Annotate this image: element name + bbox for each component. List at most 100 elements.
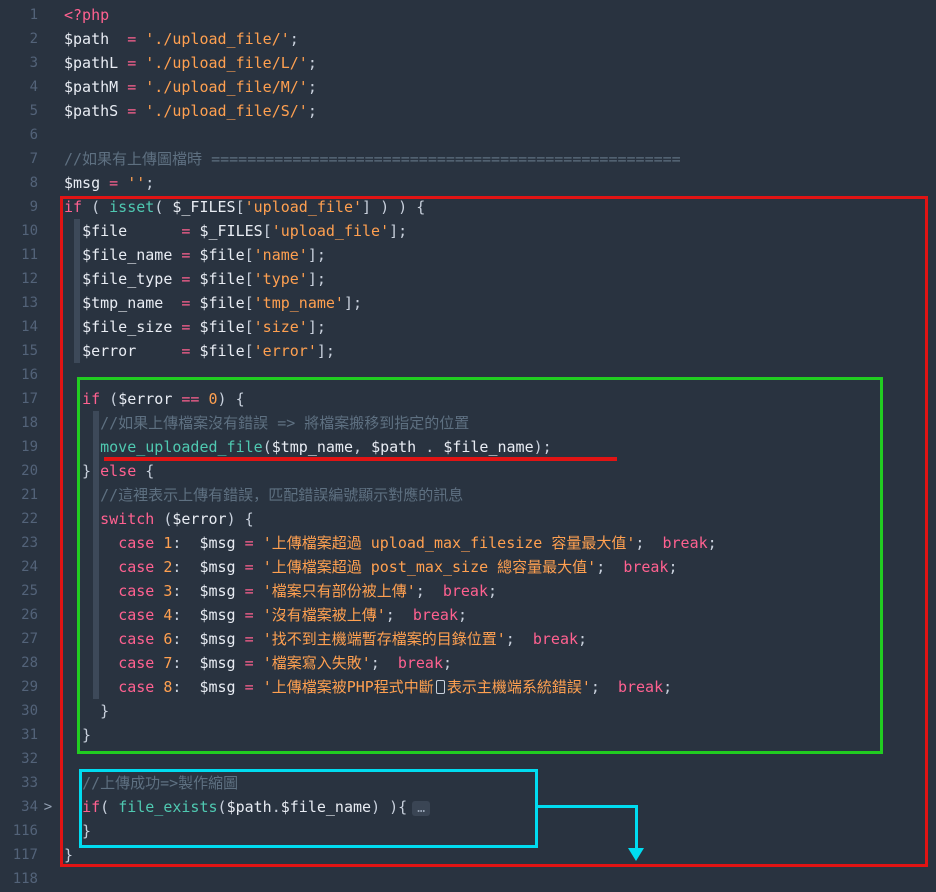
code-line[interactable]: 29 case 8: $msg = '上傳檔案被PHP程式中斷表示主機端系統錯誤… (0, 675, 936, 699)
line-number[interactable]: 6 (29, 127, 38, 143)
code-text: //如果上傳檔案沒有錯誤 => 將檔案搬移到指定的位置 (100, 414, 470, 432)
code-text: //這裡表示上傳有錯誤，匹配錯誤編號顯示對應的訊息 (100, 486, 464, 504)
line-number[interactable]: 29 (21, 679, 38, 695)
code-line[interactable]: 116 } (0, 819, 936, 843)
code-line[interactable]: 11 $file_name = $file['name']; (0, 243, 936, 267)
fold-gutter-space (38, 27, 58, 51)
line-number[interactable]: 16 (21, 367, 38, 383)
code-line[interactable]: 30 } (0, 699, 936, 723)
code-line[interactable]: 7//如果有上傳圖檔時 ============================… (0, 147, 936, 171)
code-line[interactable]: 17 if ($error == 0) { (0, 387, 936, 411)
code-line[interactable]: 24 case 2: $msg = '上傳檔案超過 post_max_size … (0, 555, 936, 579)
line-number[interactable]: 34 (21, 799, 38, 815)
line-number[interactable]: 8 (29, 175, 38, 191)
code-line[interactable]: 21 //這裡表示上傳有錯誤，匹配錯誤編號顯示對應的訊息 (0, 483, 936, 507)
code-text: } else { (64, 462, 155, 480)
code-line[interactable]: 6 (0, 123, 936, 147)
line-number[interactable]: 11 (21, 247, 38, 263)
code-line[interactable]: 22 switch ($error) { (0, 507, 936, 531)
code-line[interactable]: 26 case 4: $msg = '沒有檔案被上傳'; break; (0, 603, 936, 627)
code-text: $file_type = $file['type']; (82, 270, 326, 288)
code-line[interactable]: 12 $file_type = $file['type']; (0, 267, 936, 291)
line-number[interactable]: 10 (21, 223, 38, 239)
code-text (58, 363, 64, 387)
line-number[interactable]: 118 (12, 871, 38, 887)
code-line[interactable]: 1 <?php (0, 3, 936, 27)
line-number[interactable]: 20 (21, 463, 38, 479)
line-number[interactable]: 117 (12, 847, 38, 863)
code-line[interactable]: 8$msg = ''; (0, 171, 936, 195)
code-line[interactable]: 118 (0, 867, 936, 891)
code-line[interactable]: 23 case 1: $msg = '上傳檔案超過 upload_max_fil… (0, 531, 936, 555)
code-text: } (64, 822, 92, 840)
line-number[interactable]: 32 (21, 751, 38, 767)
line-number[interactable]: 31 (21, 727, 38, 743)
line-number[interactable]: 2 (29, 31, 38, 47)
line-number[interactable]: 24 (21, 559, 38, 575)
line-number[interactable]: 19 (21, 439, 38, 455)
line-number[interactable]: 13 (21, 295, 38, 311)
line-number[interactable]: 18 (21, 415, 38, 431)
indent-guide-block-outer (74, 219, 80, 363)
code-line[interactable]: 33 //上傳成功=>製作縮圖 (0, 771, 936, 795)
code-line[interactable]: 5$pathS = './upload_file/S/'; (0, 99, 936, 123)
line-number[interactable]: 5 (29, 103, 38, 119)
line-number[interactable]: 14 (21, 319, 38, 335)
code-line[interactable]: 10 $file = $_FILES['upload_file']; (0, 219, 936, 243)
code-line[interactable]: 27 case 6: $msg = '找不到主機端暫存檔案的目錄位置'; bre… (0, 627, 936, 651)
fold-gutter-space (38, 315, 58, 339)
code-line[interactable]: 18 //如果上傳檔案沒有錯誤 => 將檔案搬移到指定的位置 (0, 411, 936, 435)
code-line[interactable]: 3$pathL = './upload_file/L/'; (0, 51, 936, 75)
line-number[interactable]: 3 (29, 55, 38, 71)
code-text: <?php (64, 6, 110, 24)
code-line[interactable]: 32 (0, 747, 936, 771)
fold-gutter-space (38, 267, 58, 291)
code-line[interactable]: 117} (0, 843, 936, 867)
line-number[interactable]: 30 (21, 703, 38, 719)
code-line[interactable]: 31 } (0, 723, 936, 747)
fold-gutter-space (38, 51, 58, 75)
code-line[interactable]: 4$pathM = './upload_file/M/'; (0, 75, 936, 99)
line-number[interactable]: 22 (21, 511, 38, 527)
line-number[interactable]: 12 (21, 271, 38, 287)
line-number[interactable]: 17 (21, 391, 38, 407)
code-text: switch ($error) { (100, 510, 254, 528)
line-number[interactable]: 25 (21, 583, 38, 599)
line-number[interactable]: 9 (29, 199, 38, 215)
code-line[interactable]: 15 $error = $file['error']; (0, 339, 936, 363)
code-line[interactable]: 13 $tmp_name = $file['tmp_name']; (0, 291, 936, 315)
code-line[interactable]: 20 } else { (0, 459, 936, 483)
fold-gutter-space (38, 771, 58, 795)
code-line[interactable]: 16 (0, 363, 936, 387)
line-number[interactable]: 26 (21, 607, 38, 623)
line-number[interactable]: 1 (29, 7, 38, 23)
fold-collapsed-chevron-icon[interactable]: > (43, 799, 53, 815)
code-line[interactable]: 2$path = './upload_file/'; (0, 27, 936, 51)
line-number[interactable]: 27 (21, 631, 38, 647)
line-number[interactable]: 23 (21, 535, 38, 551)
code-line[interactable]: 25 case 3: $msg = '檔案只有部份被上傳'; break; (0, 579, 936, 603)
fold-gutter-space (38, 483, 58, 507)
fold-gutter-space (38, 99, 58, 123)
line-number[interactable]: 4 (29, 79, 38, 95)
code-line[interactable]: 19 move_uploaded_file($tmp_name, $path .… (0, 435, 936, 459)
line-number[interactable]: 15 (21, 343, 38, 359)
fold-gutter-space (38, 435, 58, 459)
code-text: $file_name = $file['name']; (82, 246, 326, 264)
code-line[interactable]: 14 $file_size = $file['size']; (0, 315, 936, 339)
fold-gutter-space (38, 699, 58, 723)
code-area: 1 <?php 2$path = './upload_file/';3$pathL … (0, 3, 936, 891)
code-line[interactable]: 28 case 7: $msg = '檔案寫入失敗'; break; (0, 651, 936, 675)
fold-gutter-space (38, 867, 58, 891)
line-number[interactable]: 116 (12, 823, 38, 839)
code-line[interactable]: 34> if( file_exists($path.$file_name) ){… (0, 795, 936, 819)
fold-gutter-space (38, 843, 58, 867)
line-number[interactable]: 21 (21, 487, 38, 503)
line-number[interactable]: 28 (21, 655, 38, 671)
line-number[interactable]: 33 (21, 775, 38, 791)
fold-gutter-space (38, 171, 58, 195)
line-number[interactable]: 7 (29, 151, 38, 167)
code-text: $file = $_FILES['upload_file']; (82, 222, 408, 240)
